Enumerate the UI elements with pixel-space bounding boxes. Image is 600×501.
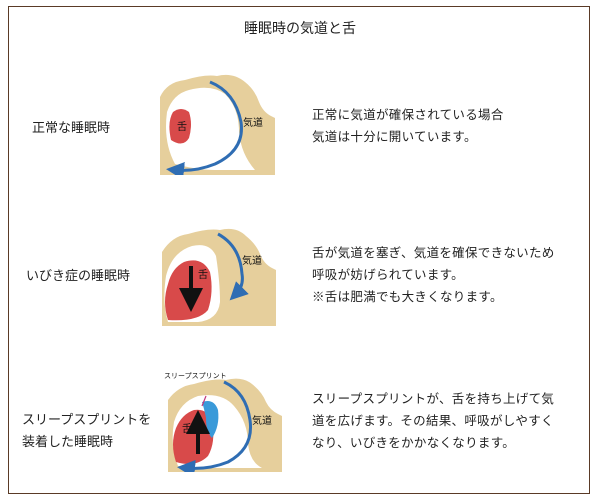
- airway-label: 気道: [243, 116, 263, 129]
- airway-label: 気道: [252, 414, 272, 427]
- tongue-label: 舌: [198, 269, 208, 281]
- row-label-splint: スリープスプリントを 装着した睡眠時: [22, 413, 152, 450]
- tongue-label: 舌: [182, 423, 192, 435]
- splint-label: スリープスプリント: [164, 372, 227, 380]
- row-label-normal: 正常な睡眠時: [32, 121, 111, 136]
- splint-pointer-line: [201, 395, 207, 407]
- airflow-arrow: [217, 232, 249, 301]
- diagram-title: 睡眠時の気道と舌: [244, 21, 356, 37]
- airway-label: 気道: [242, 254, 262, 267]
- snoring-airway-illustration: 舌 気道: [162, 228, 276, 326]
- row-label-snoring: いびき症の睡眠時: [26, 269, 131, 284]
- row-desc-splint: スリープスプリントが、舌を持ち上げて気 道を広げます。その結果、呼吸がしやすく …: [312, 391, 555, 450]
- tongue-shape: [169, 109, 191, 144]
- airflow-arrow: [166, 80, 243, 175]
- normal-airway-illustration: 舌 気道: [160, 74, 275, 175]
- row-desc-snoring: 舌が気道を塞ぎ、気道を確保できないため 呼吸が妨げられています。 ※舌は肥満でも…: [312, 245, 555, 304]
- splint-airway-illustration: スリープスプリント 舌 気道: [164, 372, 282, 472]
- diagram-frame: [8, 6, 590, 494]
- tongue-label: 舌: [177, 121, 187, 133]
- airflow-arrow: [177, 380, 253, 472]
- row-desc-normal: 正常に気道が確保されている場合 気道は十分に開いています。: [312, 107, 504, 144]
